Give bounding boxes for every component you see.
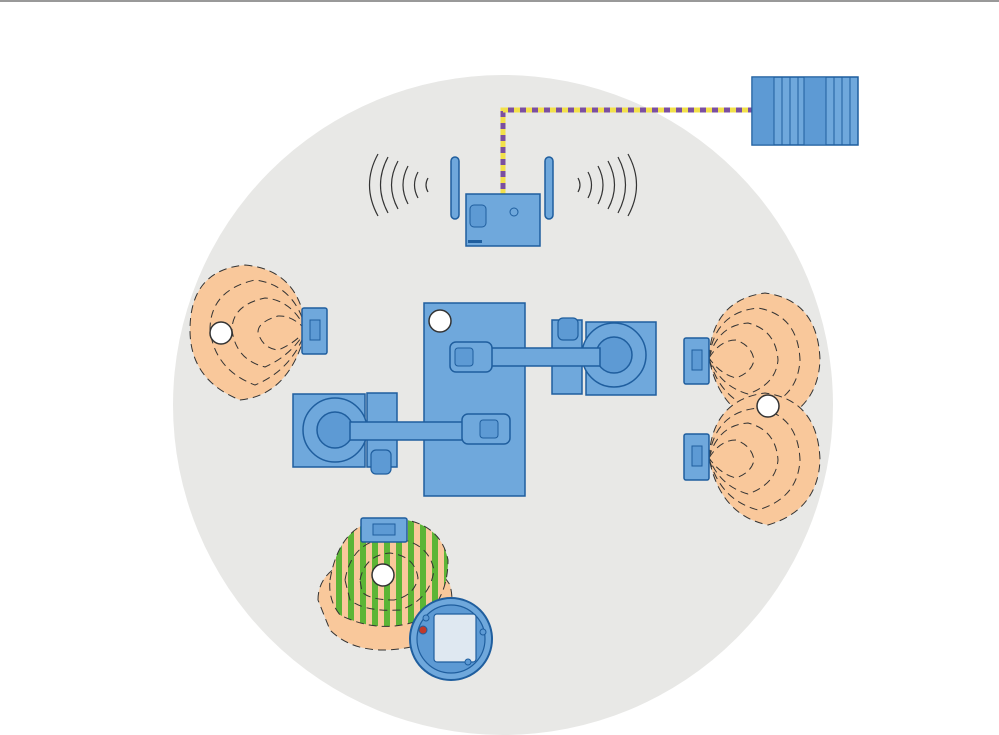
marker-left-reader	[210, 322, 232, 344]
transponder-reader-icon	[684, 434, 709, 480]
handheld-terminal-icon	[410, 598, 492, 680]
transponder-reader-icon	[302, 308, 327, 354]
transponder-reader-icon	[361, 518, 407, 542]
marker-handheld-zone	[372, 564, 394, 586]
marker-right-readers	[757, 395, 779, 417]
transponder-reader-icon	[684, 338, 709, 384]
plc-rack-icon	[752, 77, 858, 145]
marker-robot-table	[429, 310, 451, 332]
